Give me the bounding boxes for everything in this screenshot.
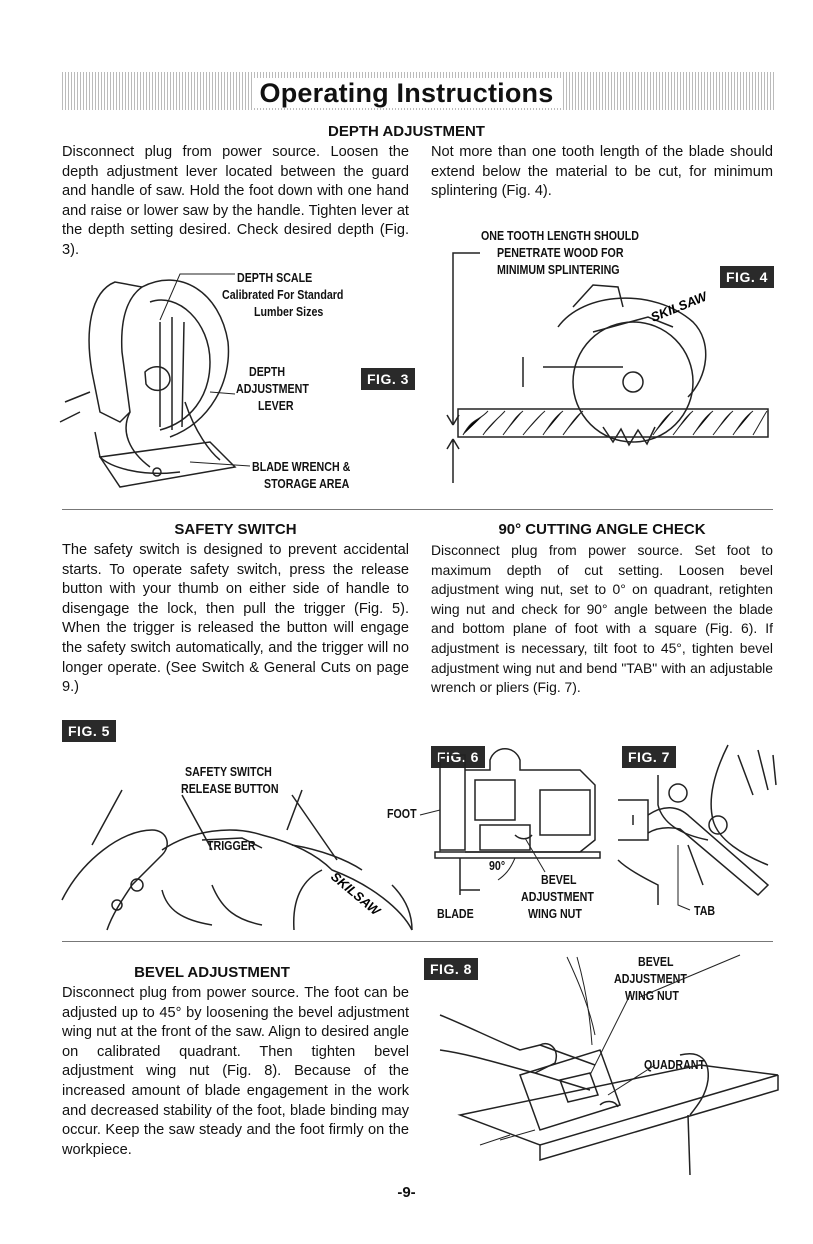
fig3-depth-scale-label: DEPTH SCALE: [237, 270, 313, 285]
bevel-heading: BEVEL ADJUSTMENT: [134, 964, 290, 981]
fig3-wrench-label-1: BLADE WRENCH &: [252, 459, 351, 474]
divider-1: [62, 509, 773, 510]
fig5-trigger-label: TRIGGER: [207, 838, 256, 853]
fig3-tag: FIG. 3: [361, 368, 415, 390]
fig7-wrench-tab-illustration: [617, 744, 777, 911]
fig3-lever-label-1: DEPTH: [249, 364, 286, 379]
page-number: -9-: [397, 1184, 416, 1201]
fig4-label-2: PENETRATE WOOD FOR: [497, 245, 624, 260]
fig6-bevel-label-2: ADJUSTMENT: [521, 889, 594, 904]
fig5-brand: SKILSAW: [328, 869, 384, 920]
fig6-bevel-label-3: WING NUT: [528, 906, 582, 921]
fig5-tag: FIG. 5: [62, 720, 116, 742]
fig6-tag: FIG. 6: [431, 746, 485, 768]
fig3-calibrated-label: Calibrated For Standard: [222, 287, 344, 302]
fig8-bevel-adjust-illustration: [439, 954, 779, 1176]
fig6-bevel-label-1: BEVEL: [541, 872, 577, 887]
fig5-release-label-1: SAFETY SWITCH: [185, 764, 272, 779]
fig4-label-1: ONE TOOTH LENGTH SHOULD: [481, 228, 639, 243]
fig6-blade-label: BLADE: [437, 906, 474, 921]
fig4-label-3: MINIMUM SPLINTERING: [497, 262, 620, 277]
fig6-90-label: 90°: [489, 858, 506, 873]
page-title: Operating Instructions: [0, 78, 813, 109]
fig3-wrench-label-2: STORAGE AREA: [264, 476, 350, 491]
fig8-bevel-label-3: WING NUT: [625, 988, 679, 1003]
divider-2: [62, 941, 773, 942]
fig3-lumber-label: Lumber Sizes: [254, 304, 324, 319]
fig7-tab-label: TAB: [694, 903, 716, 918]
fig4-saw-on-wood-illustration: SKILSAW: [446, 252, 769, 483]
fig3-lever-label-3: LEVER: [258, 398, 294, 413]
fig8-bevel-label-2: ADJUSTMENT: [614, 971, 687, 986]
depth-text-right: Not more than one tooth length of the bl…: [431, 144, 773, 200]
angle-text: Disconnect plug from power source. Set f…: [431, 542, 773, 696]
fig7-tag: FIG. 7: [622, 746, 676, 768]
fig3-saw-depth-illustration: [59, 273, 251, 488]
fig4-brand: SKILSAW: [649, 288, 711, 325]
fig5-release-label-2: RELEASE BUTTON: [181, 781, 279, 796]
fig8-bevel-label-1: BEVEL: [638, 954, 674, 969]
fig4-tag: FIG. 4: [720, 266, 774, 288]
fig3-lever-label-2: ADJUSTMENT: [236, 381, 309, 396]
safety-heading: SAFETY SWITCH: [174, 521, 297, 538]
fig6-foot-label: FOOT: [387, 806, 417, 821]
fig6-square-check-illustration: [419, 748, 601, 895]
angle-heading: 90° CUTTING ANGLE CHECK: [498, 521, 706, 538]
safety-text: The safety switch is designed to prevent…: [62, 542, 409, 696]
fig8-tag: FIG. 8: [424, 958, 478, 980]
bevel-text: Disconnect plug from power source. The f…: [62, 985, 409, 1158]
depth-heading: DEPTH ADJUSTMENT: [328, 123, 485, 140]
fig5-safety-switch-illustration: SKILSAW: [61, 789, 413, 931]
depth-text-left: Disconnect plug from power source. Loose…: [62, 144, 409, 258]
fig8-quadrant-label: QUADRANT: [644, 1057, 706, 1072]
